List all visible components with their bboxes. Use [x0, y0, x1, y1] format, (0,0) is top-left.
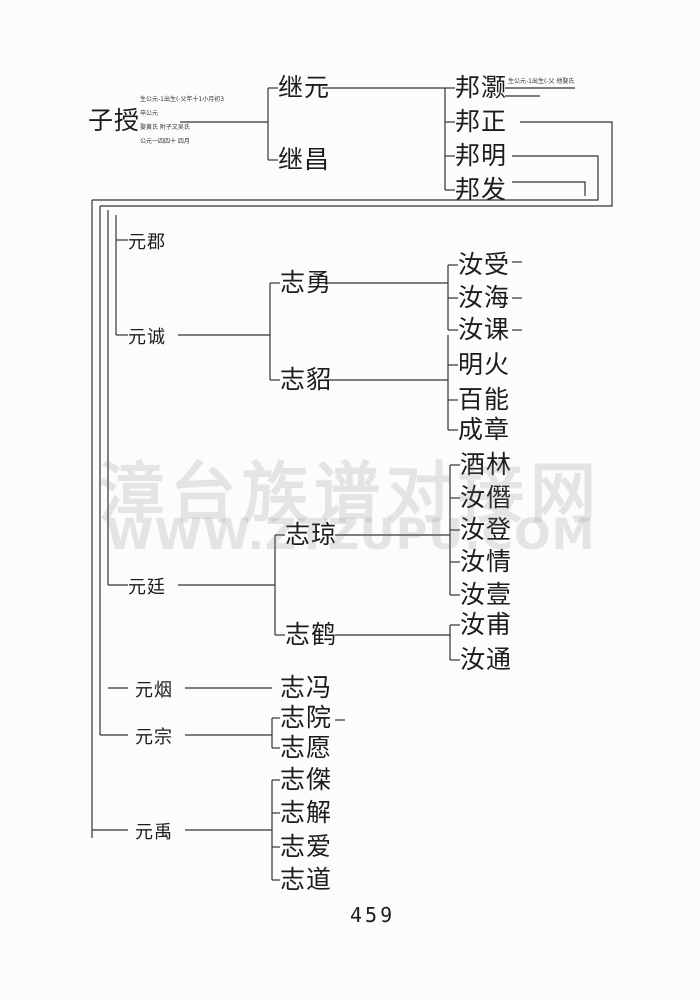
gen3-member: 志鹤	[285, 620, 338, 649]
gen2-member: 元诚	[128, 327, 166, 348]
gen4-member: 汝通	[460, 645, 513, 674]
root-note-2: 卒公元	[140, 110, 159, 117]
gen3-member: 志爱	[280, 832, 333, 861]
root-note-1: 生公元-1出生(-父年十1小月初3	[140, 96, 225, 103]
gen4-member: 汝情	[460, 547, 513, 576]
gen4-member: 明火	[458, 350, 511, 379]
gen3-member: 志解	[280, 798, 333, 827]
gen3-member: 志勇	[280, 268, 333, 297]
gen4-member: 汝甫	[460, 610, 513, 639]
gen4-member: 汝海	[458, 283, 511, 312]
gen4-member: 邦正	[455, 107, 508, 136]
gen4-member: 汝登	[460, 515, 513, 544]
gen4-member: 成章	[458, 415, 511, 444]
root-ancestor-name: 子授	[88, 106, 141, 135]
gen4-member: 百能	[458, 385, 511, 414]
gen3-member: 志貂	[280, 365, 333, 394]
gen4-member: 酒林	[460, 450, 513, 479]
gen3-member: 志道	[280, 865, 333, 894]
gen4-member: 邦发	[455, 175, 508, 204]
gen4-member: 邦灏	[455, 73, 508, 102]
gen4-member: 汝受	[458, 250, 511, 279]
page-number: 459	[350, 903, 396, 927]
gen3-member: 志愿	[280, 733, 333, 762]
gen2-member: 元宗	[135, 727, 173, 748]
root-note-4: 公元一四四十 四月	[140, 138, 190, 145]
gen4-note: 生公元-1出生(-父 他娶氏	[508, 78, 575, 85]
gen4-member: 汝壹	[460, 580, 513, 609]
gen4-member: 汝僭	[460, 483, 513, 512]
gen1-member: 继元	[278, 73, 331, 102]
gen2-member: 元廷	[128, 577, 166, 598]
gen1-member: 继昌	[278, 145, 331, 174]
root-note-3: 娶黄氏 附子文吴氏	[140, 124, 190, 131]
gen3-member: 志院	[280, 703, 333, 732]
gen3-member: 志傑	[280, 765, 333, 794]
gen2-member: 元禹	[135, 822, 173, 843]
gen2-member: 元烟	[135, 680, 173, 701]
gen3-member: 志冯	[280, 673, 333, 702]
gen2-member: 元郡	[128, 232, 166, 253]
gen4-member: 邦明	[455, 141, 508, 170]
gen3-member: 志琼	[285, 520, 338, 549]
gen4-member: 汝课	[458, 315, 511, 344]
